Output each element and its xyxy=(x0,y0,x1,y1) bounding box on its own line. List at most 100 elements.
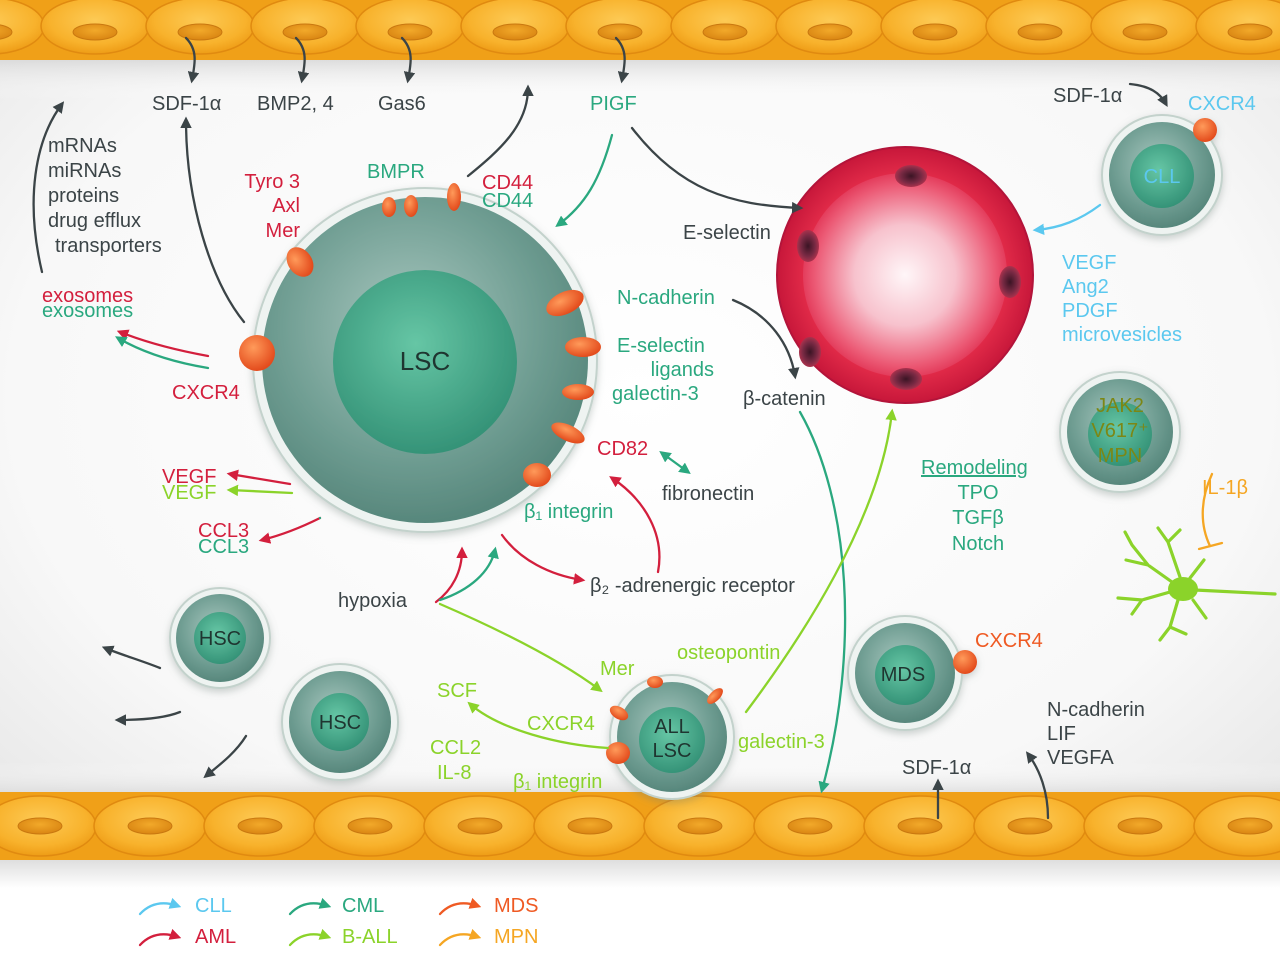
label-cll-ang2: Ang2 xyxy=(1062,276,1109,298)
label-scf: SCF xyxy=(437,680,477,702)
arrow-cd44-upward xyxy=(466,84,534,178)
arrow-ball-osteopontin-vessel xyxy=(744,408,897,714)
aml-arrows xyxy=(116,329,661,604)
label-axl: Axl xyxy=(272,195,300,217)
label-tyro3: Tyro 3 xyxy=(244,171,300,193)
legend-arrow-mpn xyxy=(438,928,482,947)
label-osteopontin: osteopontin xyxy=(677,642,780,664)
label-e-selectin-ligands: ligands xyxy=(651,359,714,381)
all-beta1-integrin-receptor xyxy=(606,742,630,764)
galectin3-receptor xyxy=(562,384,594,400)
all-lsc-cell xyxy=(609,674,735,800)
hsc-nucleus xyxy=(194,612,246,664)
legend-arrow-ball xyxy=(288,928,332,947)
all-label-all: ALL xyxy=(654,716,690,738)
mds-label: MDS xyxy=(881,664,925,686)
arrow-ball-vegf xyxy=(226,484,294,497)
label-cll-sdf1a: SDF-1α xyxy=(1053,85,1122,107)
label-mer: Mer xyxy=(266,220,301,242)
label-tpo: TPO xyxy=(957,482,998,504)
label-cd44-cml: CD44 xyxy=(482,190,533,212)
endothelial-nucleus xyxy=(897,817,943,835)
endothelial-nucleus xyxy=(237,817,283,835)
label-lif: LIF xyxy=(1047,723,1076,745)
hsc-cell xyxy=(169,587,271,689)
vessel-endothelial-nucleus xyxy=(797,230,819,262)
label-bmpr: BMPR xyxy=(367,161,425,183)
label-bottom-sdf1a: SDF-1α xyxy=(902,757,971,779)
cd44-receptor xyxy=(447,183,461,211)
arrow-cml-cd82-fibronectin xyxy=(659,450,691,475)
mpn-label-mutation: V617⁺ xyxy=(1091,420,1148,442)
label-all-galectin3: galectin-3 xyxy=(738,731,825,753)
vessel-lumen xyxy=(803,173,1007,377)
endothelial-nucleus xyxy=(567,817,613,835)
label-niche-n-cadherin: N-cadherin xyxy=(1047,699,1145,721)
legend-label-mpn: MPN xyxy=(494,926,538,948)
label-il1b: IL-1β xyxy=(1202,477,1248,499)
all-nucleus xyxy=(639,707,705,773)
cargo-item: mRNAs xyxy=(48,135,117,157)
endothelial-nucleus xyxy=(597,23,643,41)
endothelium-bottom xyxy=(0,792,1280,860)
cargo-item: proteins xyxy=(48,185,119,207)
endothelial-nucleus xyxy=(1227,23,1273,41)
arrow-cml-beta-catenin-down xyxy=(798,410,847,794)
arrow-cll-to-vessel xyxy=(1032,203,1102,236)
label-cll-cxcr4: CXCR4 xyxy=(1188,93,1256,115)
label-cll-vegf: VEGF xyxy=(1062,252,1116,274)
label-bmp: BMP2, 4 xyxy=(257,93,334,115)
arrow-aml-lsc-to-beta2 xyxy=(500,533,586,585)
arrow-pigf-to-vessel xyxy=(630,126,804,214)
all-receptors xyxy=(606,676,723,764)
label-cxcr4-aml: CXCR4 xyxy=(172,382,240,404)
arrow-ball-cxcr4-scf xyxy=(467,701,610,750)
mpn-label-mpn: MPN xyxy=(1098,445,1142,467)
below-band-shadow xyxy=(0,858,1280,888)
arrow-lsc-to-sdf1a xyxy=(180,116,246,324)
arrow-aml-ccl3 xyxy=(258,516,322,544)
cll-nucleus xyxy=(1130,144,1194,208)
all-cxcr4-receptor xyxy=(609,705,629,721)
all-osteopontin-receptor xyxy=(707,688,723,704)
mds-cxcr4-receptor xyxy=(953,650,977,674)
cargo-item: transporters xyxy=(55,235,162,257)
legend-label-aml: AML xyxy=(195,926,236,948)
cd82-receptor xyxy=(551,422,585,444)
endothelial-nucleus xyxy=(0,24,13,40)
endothelial-nucleus xyxy=(492,23,538,41)
label-beta-catenin: β-catenin xyxy=(743,388,826,410)
mpn-label-jak2: JAK2 xyxy=(1096,395,1144,417)
arrow-hsc-egress xyxy=(203,734,248,779)
label-ccl2: CCL2 xyxy=(430,737,481,759)
arrow-endothelium-pigf xyxy=(614,36,630,84)
legend-label-mds: MDS xyxy=(494,895,538,917)
hsc-label: HSC xyxy=(319,712,361,734)
arrow-endothelium-sdf1a xyxy=(184,36,200,84)
beta1-integrin-receptor xyxy=(523,463,551,487)
label-cll-pdgf: PDGF xyxy=(1062,300,1118,322)
cll-mpn-arrows xyxy=(1032,203,1224,551)
label-gas6: Gas6 xyxy=(378,93,426,115)
label-il8: IL-8 xyxy=(437,762,471,784)
endothelial-nucleus xyxy=(177,23,223,41)
legend-arrow-aml xyxy=(138,928,182,947)
mpn-nucleus xyxy=(1088,402,1152,466)
label-notch: Notch xyxy=(952,533,1004,555)
endothelial-nucleus xyxy=(282,23,328,41)
label-vessel-e-selectin: E-selectin xyxy=(683,222,771,244)
all-label-lsc: LSC xyxy=(653,740,692,762)
label-all-mer: Mer xyxy=(600,658,635,680)
label-ccl3-aml: CCL3 xyxy=(198,520,249,542)
legend-label-ball: B-ALL xyxy=(342,926,398,948)
legend-arrow-cml xyxy=(288,897,332,916)
e-selectin-ligand-receptor xyxy=(565,337,601,357)
label-exosomes-cml: exosomes xyxy=(42,300,133,322)
arrow-endothelium-bmp xyxy=(294,36,310,84)
lsc-cell xyxy=(252,187,598,533)
bmpr-receptor xyxy=(404,195,418,217)
arrow-aml-hypoxia xyxy=(434,546,468,604)
endothelial-nucleus xyxy=(1227,817,1273,835)
endothelial-nucleus xyxy=(17,817,63,835)
